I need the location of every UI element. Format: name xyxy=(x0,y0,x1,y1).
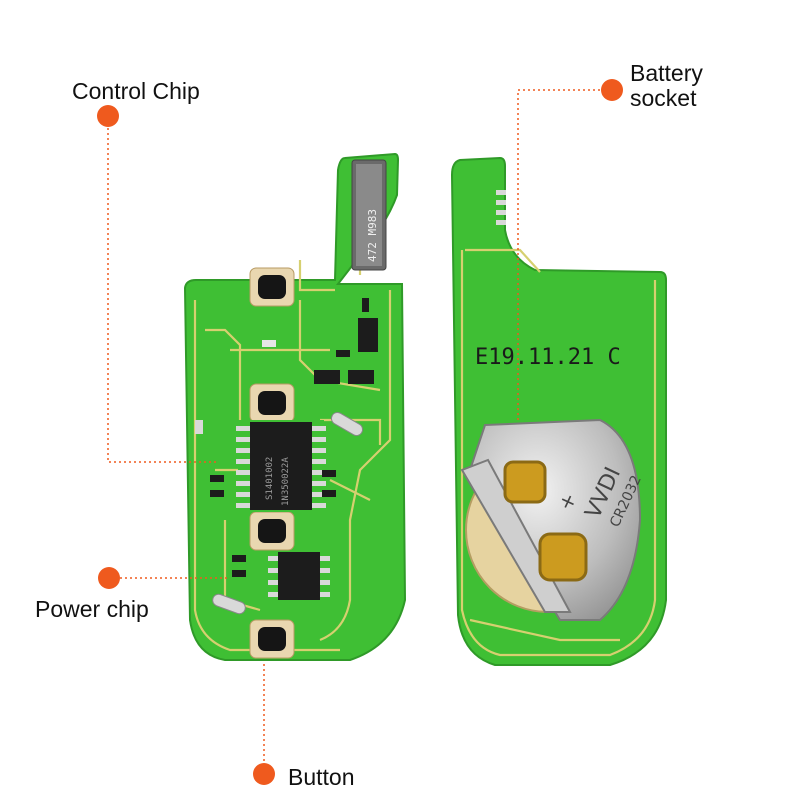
button-switch-3 xyxy=(249,511,295,551)
control-chip-leader xyxy=(107,128,218,463)
power-chip-marker xyxy=(98,567,120,589)
callout-lines xyxy=(107,89,610,762)
left-pcb-board: 472 M983 xyxy=(183,152,407,661)
battery-socket-marker xyxy=(601,79,623,101)
battery-socket-label-line1: Battery xyxy=(630,60,703,86)
power-chip xyxy=(268,552,330,600)
button-label: Button xyxy=(288,764,355,790)
battery-socket-label-line2: socket xyxy=(630,85,697,111)
right-pcb-board: E19.11.21 C VVDI CR2032 + xyxy=(450,156,667,666)
control-chip: S1401002 1N350022A xyxy=(236,420,326,512)
button-marker xyxy=(253,763,275,785)
button-switch-4 xyxy=(249,619,295,659)
button-switch-1 xyxy=(249,267,295,307)
power-chip-label: Power chip xyxy=(35,596,149,622)
passive-components xyxy=(210,298,369,577)
crystal-2 xyxy=(212,593,246,615)
battery-socket: VVDI CR2032 + xyxy=(460,418,645,621)
battery-socket-leader xyxy=(517,89,610,420)
small-chip-3 xyxy=(348,370,374,384)
right-traces xyxy=(460,248,657,657)
control-chip-marking-1: S1401002 xyxy=(265,457,275,500)
led xyxy=(195,420,203,434)
button-switch-2 xyxy=(249,383,295,423)
control-chip-marker xyxy=(97,105,119,127)
control-chip-marking-2: 1N350022A xyxy=(281,457,291,506)
small-chip-1 xyxy=(358,318,378,352)
control-chip-pins xyxy=(236,426,326,508)
board-print-code: E19.11.21 C xyxy=(475,345,621,370)
led-small xyxy=(262,340,276,347)
connector-marking: 472 M983 xyxy=(366,209,379,262)
small-chip-2 xyxy=(314,370,340,384)
right-connector-pads xyxy=(496,190,506,225)
control-chip-label: Control Chip xyxy=(72,78,200,104)
crystal xyxy=(330,412,364,436)
